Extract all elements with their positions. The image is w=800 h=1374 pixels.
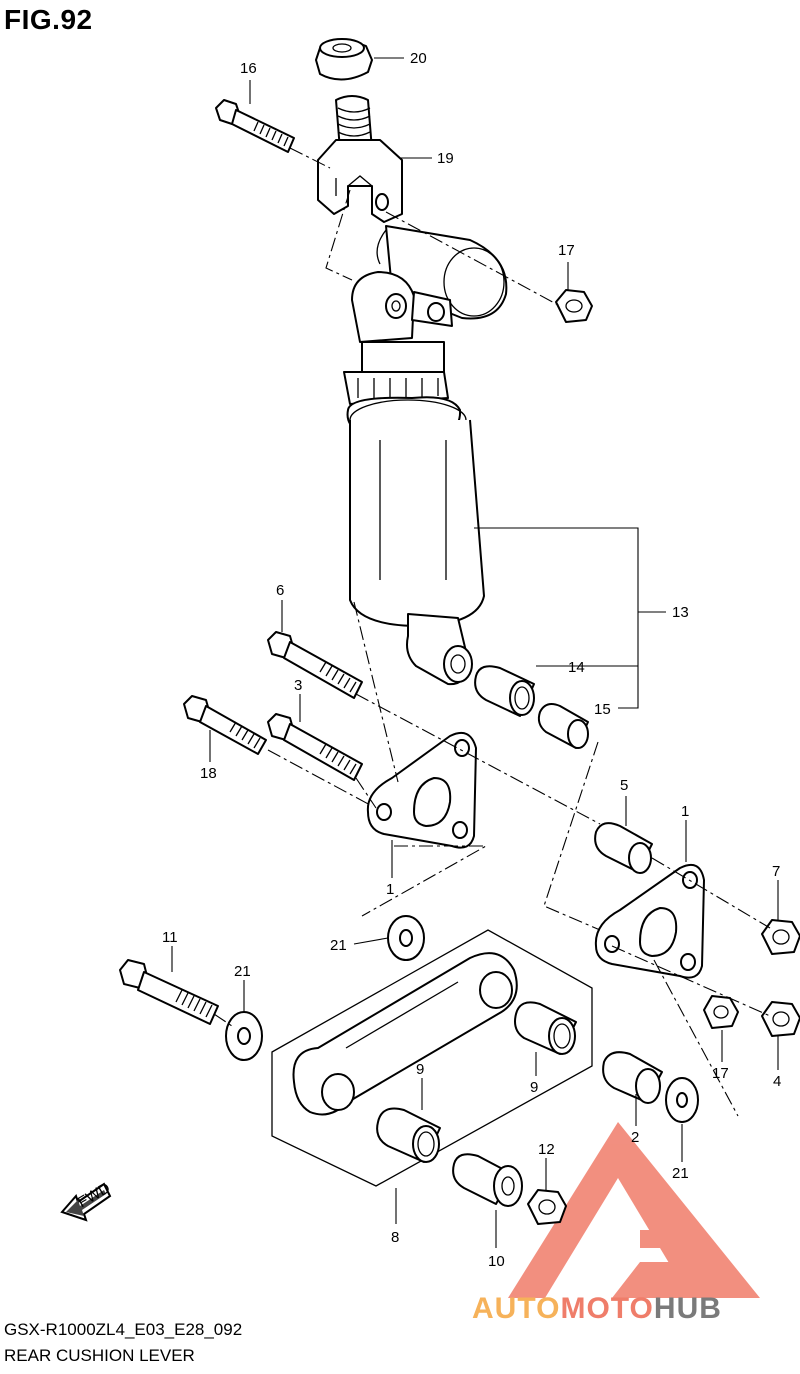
leader-lines [171, 57, 779, 1248]
callout-21-left: 21 [234, 963, 251, 980]
callout-4: 4 [773, 1073, 781, 1090]
fwd-arrow-icon: FWD [60, 1179, 113, 1222]
watermark-logo [508, 1122, 760, 1298]
callout-7: 7 [772, 863, 780, 880]
part-11-bolt [119, 959, 219, 1025]
brand-auto: AUTO [472, 1292, 561, 1325]
part-18-bolt [183, 695, 267, 755]
part-12-nut [527, 1189, 567, 1225]
part-17-nut-upper [555, 289, 593, 323]
part-1-plate-left [366, 732, 477, 849]
watermark-brand-text: AUTOMOTOHUB [472, 1292, 722, 1326]
callout-8: 8 [391, 1229, 399, 1246]
part-4-nut [761, 1001, 800, 1037]
callout-10: 10 [488, 1253, 505, 1270]
callout-13: 13 [672, 604, 689, 621]
part-17-nut-lower [703, 995, 739, 1029]
part-8-cushion-lever [271, 929, 593, 1187]
part-15-collar [537, 703, 589, 749]
brand-hub: HUB [653, 1292, 722, 1325]
callout-labels: 20 16 19 17 13 6 14 3 15 18 5 1 1 7 21 1… [162, 50, 781, 1270]
callout-16: 16 [240, 60, 257, 77]
assembly-center-lines [213, 147, 771, 1117]
callout-17-upper: 17 [558, 242, 575, 259]
callout-1-right: 1 [681, 803, 689, 820]
callout-18: 18 [200, 765, 217, 782]
callout-3: 3 [294, 677, 302, 694]
part-7-nut [761, 919, 800, 955]
callout-19: 19 [437, 150, 454, 167]
callout-14: 14 [568, 659, 585, 676]
figure-title: FIG.92 [4, 4, 93, 35]
part-20-nut [315, 38, 373, 81]
part-13-shock-absorber [343, 225, 508, 686]
callout-21-lower: 21 [672, 1165, 689, 1182]
part-21-washer-left [225, 1011, 263, 1061]
callout-5: 5 [620, 777, 628, 794]
part-9-bearing-right [514, 1001, 577, 1055]
callout-15: 15 [594, 701, 611, 718]
figure-name: REAR CUSHION LEVER [4, 1346, 195, 1365]
part-1-plate-right [594, 864, 705, 979]
part-2-collar [602, 1051, 663, 1104]
callout-2: 2 [631, 1129, 639, 1146]
callout-1-left: 1 [386, 881, 394, 898]
callout-21-upper: 21 [330, 937, 347, 954]
part-6-bolt [267, 631, 363, 699]
brand-moto: MOTO [560, 1292, 654, 1325]
callout-9-right: 9 [530, 1079, 538, 1096]
part-9-bearing-left [376, 1107, 441, 1163]
figure-code: GSX-R1000ZL4_E03_E28_092 [4, 1320, 243, 1339]
part-19-upper-mount [317, 95, 403, 223]
part-10-collar [452, 1153, 523, 1207]
part-3-bolt [267, 713, 363, 781]
callout-20: 20 [410, 50, 427, 67]
callout-9-left: 9 [416, 1061, 424, 1078]
part-21-washer-lower [665, 1077, 699, 1123]
callout-12: 12 [538, 1141, 555, 1158]
part-14-bearing [474, 665, 535, 717]
part-5-collar [594, 822, 653, 874]
part-21-washer-upper [387, 915, 425, 961]
part-16-bolt [215, 99, 295, 153]
callout-11: 11 [162, 929, 178, 946]
callout-6: 6 [276, 582, 284, 599]
callout-17-lower: 17 [712, 1065, 729, 1082]
